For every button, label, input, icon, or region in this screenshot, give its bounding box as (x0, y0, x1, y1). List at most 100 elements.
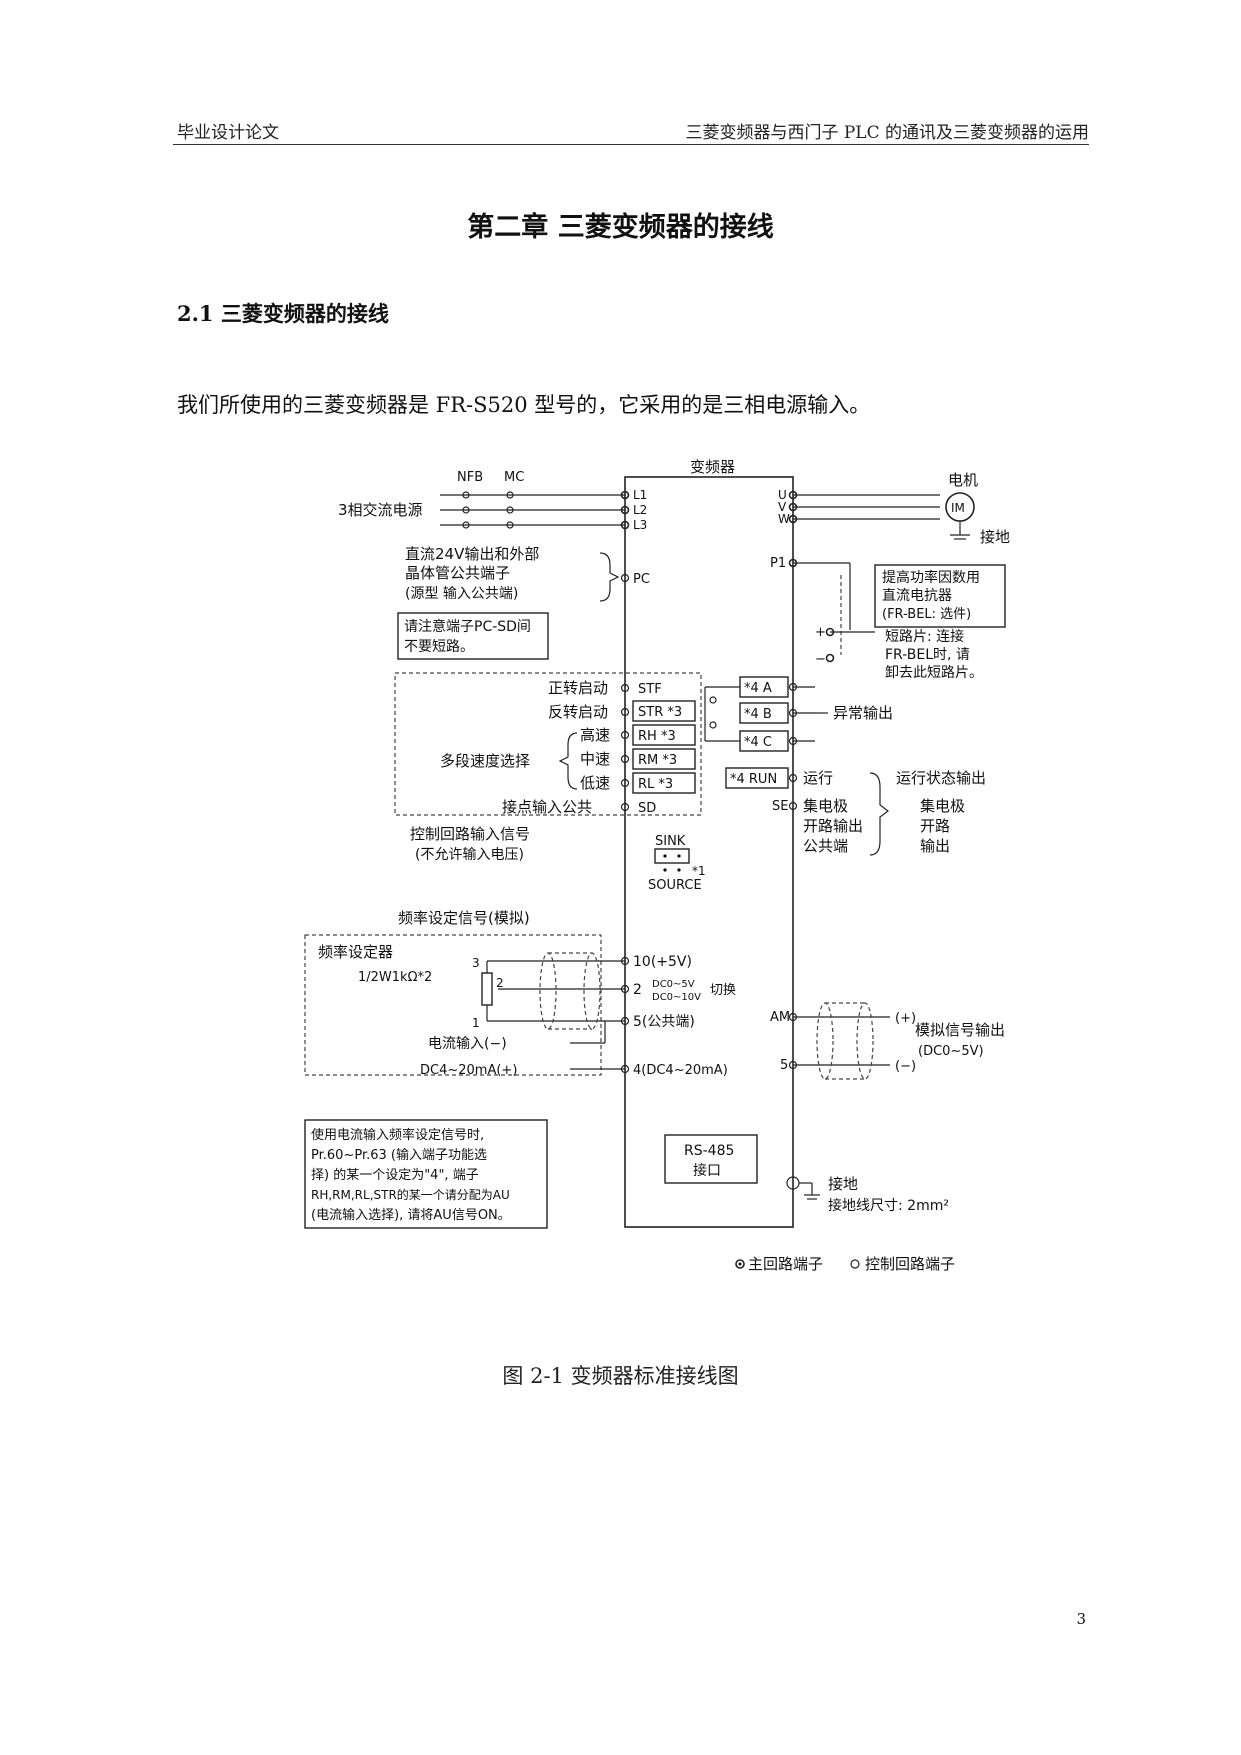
input-label-str: 反转启动 (548, 703, 608, 721)
terminal-l3: L3 (633, 518, 647, 532)
dc-reactor-box (874, 564, 1006, 628)
status-output-label: 运行状态输出 (896, 769, 986, 787)
power-lines (440, 490, 630, 530)
freq-setter: 频率设定器 (318, 943, 393, 961)
potentiometer (481, 972, 493, 1006)
motor-label: 电机 (948, 471, 978, 489)
mc-label: MC (504, 470, 524, 485)
freq-region (304, 934, 602, 1076)
input-terminals (620, 683, 696, 812)
pc-warning-box (397, 612, 549, 660)
relay-a: *4 A (744, 681, 772, 696)
rs485-label-1: RS-485 (684, 1143, 734, 1159)
control-input-2: (不允许输入电压) (415, 847, 524, 863)
note-line-5: (电流输入选择), 请将AU信号ON。 (311, 1207, 511, 1223)
pot-pin-2: 2 (496, 976, 504, 990)
page-number: 3 (1076, 1610, 1086, 1628)
terminal-5-out: 5 (780, 1058, 788, 1073)
status-sub-1: 集电极 (920, 797, 965, 815)
input-term-rl: RL *3 (638, 777, 673, 792)
source-label: SOURCE (648, 878, 702, 893)
note-line-1: 使用电流输入频率设定信号时, (311, 1127, 484, 1143)
control-terminal-legend-icon (850, 1259, 860, 1269)
terminal-4: 4(DC4~20mA) (633, 1063, 728, 1078)
range-switch: 切换 (710, 983, 736, 998)
note-line-4: RH,RM,RL,STR的某一个请分配为AU (311, 1187, 510, 1202)
se-desc-3: 公共端 (803, 837, 848, 855)
se-desc-2: 开路输出 (803, 817, 863, 835)
inverter-body (624, 476, 794, 1228)
status-sub-2: 开路 (920, 817, 950, 835)
header-right: 三菱变频器与西门子 PLC 的通讯及三菱变频器的运用 (685, 123, 1089, 143)
motor-lines (788, 490, 940, 524)
relay-terminals (704, 676, 828, 752)
status-sub-3: 输出 (920, 837, 950, 855)
input-label-stf: 正转启动 (548, 679, 608, 697)
relay-output-label: 异常输出 (833, 704, 893, 722)
legend-main: 主回路端子 (748, 1255, 823, 1273)
freq-spec: 1/2W1kΩ*2 (358, 970, 432, 985)
jumper-note-3: 卸去此短路片。 (885, 665, 983, 681)
ground-icon (950, 521, 970, 540)
freq-title: 频率设定信号(模拟) (398, 909, 530, 927)
body-paragraph: 我们所使用的三菱变频器是 FR-S520 型号的，它采用的是三相电源输入。 (177, 393, 871, 417)
figure-caption: 图 2-1 变频器标准接线图 (502, 1364, 739, 1388)
terminal-am: AM (770, 1010, 790, 1025)
chapter-title: 第二章 三菱变频器的接线 (467, 212, 774, 243)
terminal-u: U (778, 488, 787, 502)
pc-desc-1: 直流24V输出和外部 (405, 545, 539, 563)
pc-warning-1: 请注意端子PC-SD间 (404, 618, 531, 635)
inverter-label: 变频器 (690, 458, 735, 476)
input-term-rh: RH *3 (638, 729, 676, 744)
terminal-plus: + (815, 625, 826, 640)
control-input-1: 控制回路输入信号 (410, 825, 530, 843)
multispeed-label: 多段速度选择 (440, 752, 530, 770)
terminal-5-common: 5(公共端) (633, 1014, 695, 1030)
range-0-5v: DC0~5V (652, 979, 695, 990)
analog-out-label: 模拟信号输出 (915, 1021, 1005, 1039)
input-label-sd: 接点输入公共 (502, 798, 592, 816)
pot-pin-1: 1 (472, 1016, 480, 1030)
terminal-p1: P1 (770, 556, 786, 571)
sink-label: SINK (655, 834, 686, 849)
rs485-box (664, 1134, 758, 1184)
ground-label: 接地 (828, 1175, 858, 1193)
terminal-10: 10(+5V) (633, 954, 692, 970)
dc-reactor-line3: (FR-BEL: 选件) (882, 607, 971, 622)
input-term-sd: SD (638, 801, 656, 816)
note-line-3: 择) 的某一个设定为"4", 端子 (311, 1167, 479, 1183)
terminal-minus: − (815, 652, 826, 667)
rs485-label-2: 接口 (693, 1162, 721, 1179)
dc-reactor-line1: 提高功率因数用 (882, 569, 980, 586)
terminal-pc: PC (633, 572, 650, 587)
motor-ground-label: 接地 (980, 528, 1010, 546)
main-terminal-legend-icon (735, 1259, 745, 1269)
section-heading: 2.1 三菱变频器的接线 (177, 301, 389, 326)
sink-jumper (654, 848, 690, 864)
analog-plus: (+) (895, 1011, 916, 1026)
freq-wiring (486, 952, 630, 1074)
jumper-note-1: 短路片: 连接 (885, 628, 964, 645)
ground-size: 接地线尺寸: 2mm² (828, 1197, 949, 1214)
pc-desc-3: (源型 输入公共端) (405, 586, 518, 602)
pot-pin-3: 3 (472, 956, 480, 970)
header-left: 毕业设计论文 (177, 123, 279, 143)
jumper-note-2: FR-BEL时, 请 (885, 647, 970, 663)
nfb-label: NFB (457, 470, 483, 485)
pc-warning-2: 不要短路。 (404, 639, 474, 655)
terminal-w: W (778, 512, 790, 526)
se-terminal: SE (772, 799, 788, 814)
terminal-l1: L1 (633, 488, 647, 502)
dc420-label: DC4~20mA(+) (420, 1063, 517, 1078)
note-box (304, 1119, 548, 1229)
wiring-diagram-svg: 变频器 NFB MC 3相交流电源 L1 L2 L3 U V W 电机 IM 接… (304, 458, 1010, 1273)
input-label-rm: 中速 (580, 750, 610, 768)
terminal-v: V (778, 500, 787, 514)
run-label: 运行 (803, 769, 833, 787)
input-term-str: STR *3 (638, 705, 682, 720)
motor-im: IM (951, 501, 965, 515)
note-line-2: Pr.60~Pr.63 (输入端子功能选 (311, 1147, 487, 1163)
input-label-rh: 高速 (580, 726, 610, 744)
input-term-stf: STF (638, 682, 662, 697)
terminal-l2: L2 (633, 503, 647, 517)
